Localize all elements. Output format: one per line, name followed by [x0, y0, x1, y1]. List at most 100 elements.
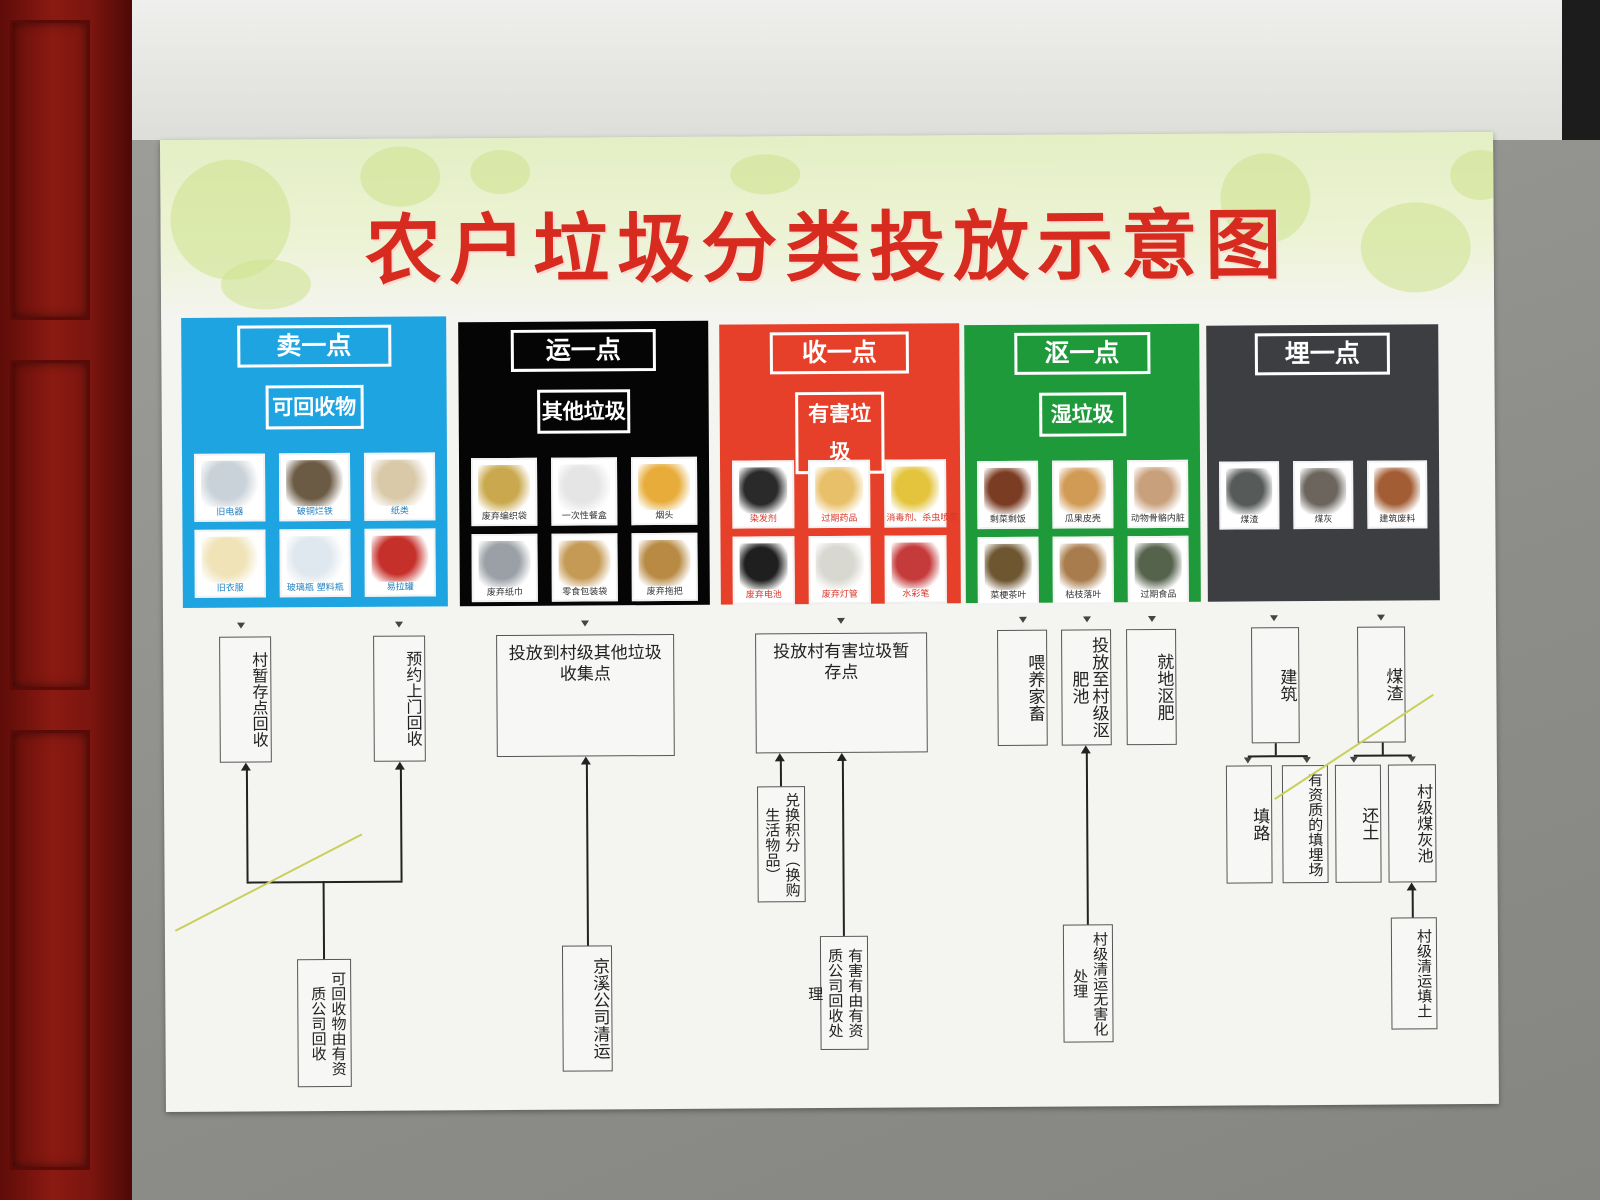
flow-bury-construction: 建筑 [1251, 627, 1300, 744]
category-type: 可回收物 [265, 384, 364, 430]
item-label: 菜梗茶叶 [990, 590, 1027, 602]
item-label: 煤渣 [1240, 515, 1259, 526]
item-photo [286, 459, 344, 507]
item-tile: 消毒剂、杀虫喷雾 [884, 459, 959, 528]
item-photo [478, 464, 531, 512]
item-label: 建筑废料 [1379, 514, 1416, 525]
connector-line [585, 763, 589, 964]
arrow-up-icon [836, 752, 847, 761]
item-tile: 一次性餐盒 [550, 457, 618, 526]
item-tile: 菜梗茶叶 [977, 536, 1039, 606]
flow-bury-return-soil: 还土 [1334, 764, 1382, 883]
item-photo [815, 466, 864, 514]
item-photo [478, 540, 531, 588]
item-photo [739, 467, 788, 514]
arrow-up-icon [774, 753, 785, 762]
flow-wet-village-compost: 投放至村级沤肥池 [1061, 629, 1112, 746]
door-panel [10, 20, 90, 320]
item-tile: 煤灰 [1293, 460, 1354, 530]
category-heading: 沤一点 [1013, 332, 1150, 375]
door-panel [10, 360, 90, 690]
arrow-down-icon [836, 617, 846, 624]
item-tile: 纸类 [363, 452, 436, 521]
arrow-up-icon [240, 762, 251, 771]
white-wall [132, 0, 1562, 148]
arrow-down-icon [1147, 616, 1157, 623]
item-tile: 易拉罐 [364, 528, 436, 597]
connector-line [1381, 742, 1384, 755]
arrow-down-icon [1269, 615, 1279, 622]
item-label: 旧衣服 [216, 583, 244, 594]
poster-title: 农户垃圾分类投放示意图 [364, 200, 1290, 295]
flow-recyclable-booking: 预约上门回收 [373, 635, 426, 762]
item-tile: 旧衣服 [194, 529, 266, 598]
item-tile: 玻璃瓶 塑料瓶 [279, 528, 351, 598]
red-door [0, 0, 132, 1200]
category-panel-4: 沤一点湿垃圾剩菜剩饭瓜果皮壳动物骨骼内脏菜梗茶叶枯枝落叶过期食品 [964, 323, 1201, 606]
item-photo [638, 539, 691, 587]
item-tile: 废弃电池 [732, 536, 795, 605]
arrow-down-icon [394, 621, 404, 628]
item-photo [739, 543, 788, 590]
item-label: 废弃电池 [745, 590, 782, 601]
item-tile: 瓜果皮壳 [1052, 460, 1114, 529]
item-photo [891, 542, 940, 589]
connector-line [1411, 889, 1414, 920]
item-photo [984, 543, 1032, 591]
arrow-down-icon [1082, 616, 1092, 623]
item-tile: 破铜烂铁 [278, 452, 351, 522]
item-label: 水彩笔 [902, 589, 930, 600]
item-photo [558, 540, 611, 587]
item-label: 一次性餐盒 [561, 511, 607, 522]
item-tile: 水彩笔 [884, 535, 947, 604]
item-label: 废弃纸巾 [486, 587, 523, 599]
category-heading: 收一点 [769, 331, 909, 375]
item-label: 动物骨骼内脏 [1130, 513, 1185, 525]
arrow-down-icon [1407, 756, 1416, 763]
item-photo [371, 535, 429, 582]
item-label: 消毒剂、杀虫喷雾 [886, 513, 959, 524]
item-photo [201, 460, 259, 507]
flow-hazardous-company: 有害有由有资质公司回收处理 [806, 935, 869, 1051]
flow-wet-local-compost: 就地沤肥 [1126, 628, 1177, 746]
item-photo [201, 536, 259, 583]
item-photo [638, 463, 691, 511]
item-photo [1134, 466, 1182, 514]
item-photo [286, 535, 344, 583]
dark-wall-corner [1562, 0, 1600, 160]
item-tile: 枯枝落叶 [1052, 536, 1114, 605]
arrow-down-icon [1376, 614, 1386, 621]
flow-other-company: 京溪公司清运 [561, 945, 613, 1072]
connector-line [1274, 743, 1277, 756]
item-tile: 废弃纸巾 [471, 533, 538, 603]
item-photo [1300, 467, 1347, 515]
item-tile: 零食包装袋 [551, 533, 618, 602]
flow-recyclable-company: 可回收物由有资质公司回收 [297, 958, 352, 1088]
flow-wet-feed-livestock: 喂养家畜 [997, 629, 1048, 746]
door-panel [10, 730, 90, 1170]
arrow-down-icon [1018, 616, 1028, 623]
item-label: 废弃编织袋 [481, 511, 527, 523]
item-tile: 过期药品 [808, 459, 871, 529]
item-tile: 染发剂 [732, 460, 795, 529]
item-label: 零食包装袋 [562, 587, 608, 598]
item-tile: 废弃编织袋 [470, 457, 538, 527]
category-type: 其他垃圾 [537, 389, 631, 434]
flow-recyclable-village-point: 村暂存点回收 [219, 636, 272, 763]
flow-other-collection-point: 投放到村级其他垃圾收集点 [496, 633, 675, 758]
flow-bury-village-fill: 村级清运填土 [1390, 917, 1438, 1030]
arrow-up-icon [580, 756, 591, 765]
item-label: 瓜果皮壳 [1064, 514, 1101, 525]
item-photo [891, 466, 940, 513]
arrow-down-icon [1243, 757, 1252, 764]
item-label: 枯枝落叶 [1065, 590, 1102, 601]
item-tile: 建筑废料 [1367, 460, 1428, 529]
item-photo [1226, 468, 1273, 515]
item-photo [1134, 542, 1182, 590]
poster: 农户垃圾分类投放示意图 卖一点可回收物旧电器破铜烂铁纸类旧衣服玻璃瓶 塑料瓶易拉… [160, 131, 1499, 1113]
arrow-down-icon [1349, 756, 1358, 763]
arrow-up-icon [394, 761, 405, 770]
item-label: 过期药品 [821, 513, 858, 525]
item-label: 废弃拖把 [646, 586, 683, 598]
category-panel-2: 运一点其他垃圾废弃编织袋一次性餐盒烟头废弃纸巾零食包装袋废弃拖把 [458, 320, 710, 607]
